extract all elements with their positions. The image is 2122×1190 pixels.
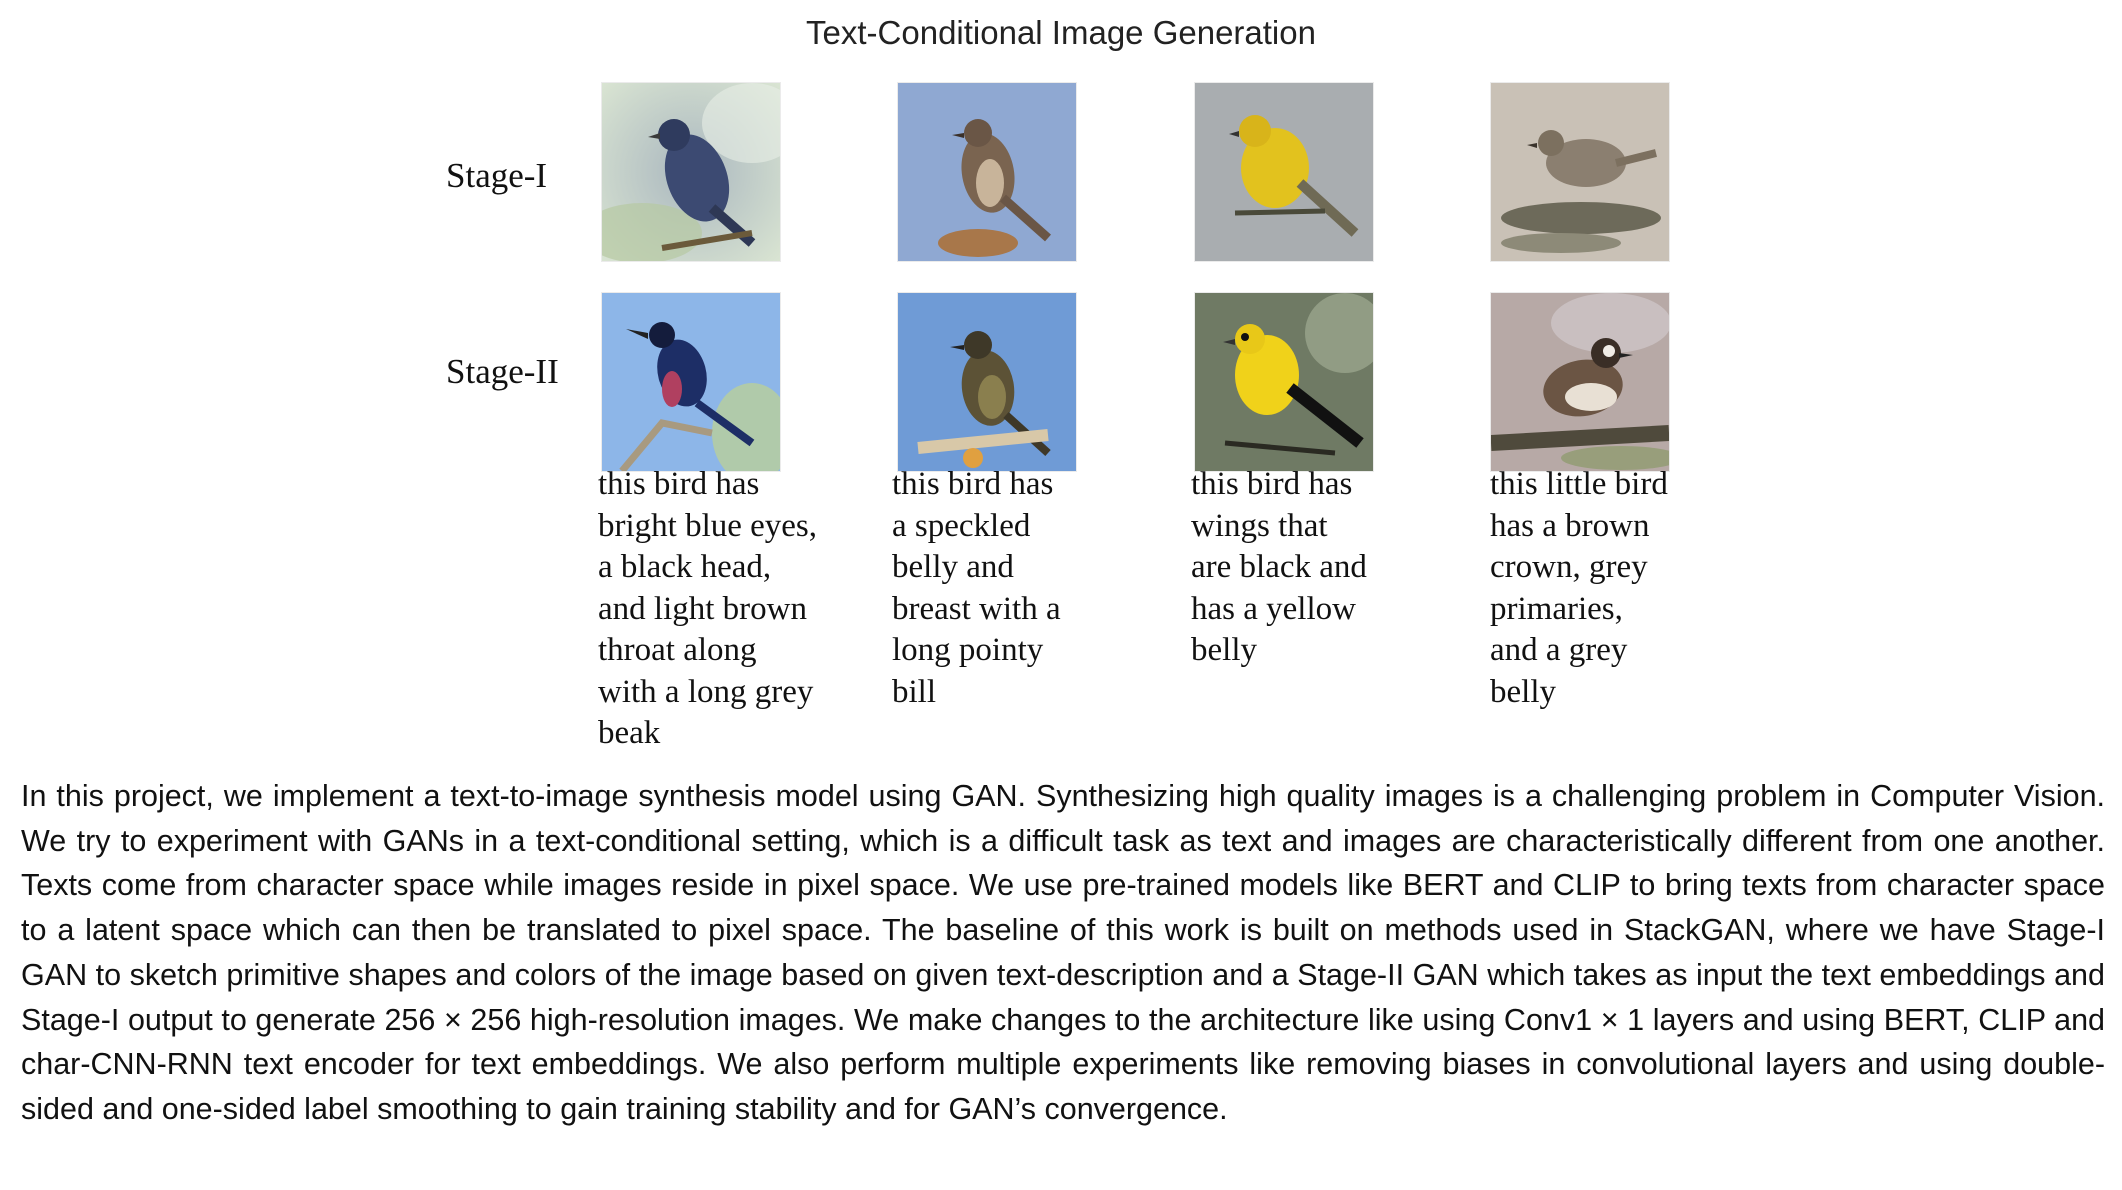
caption-2: this bird has a speckled belly and breas… bbox=[892, 466, 1061, 710]
stage1-image-4 bbox=[1491, 83, 1669, 261]
stage1-image-3 bbox=[1195, 83, 1373, 261]
stage-2-label: Stage-II bbox=[446, 352, 559, 391]
caption-3: this bird has wings that are black and h… bbox=[1191, 466, 1367, 668]
stage2-image-4 bbox=[1491, 293, 1669, 471]
caption-4: this little bird has a brown crown, grey… bbox=[1490, 466, 1668, 710]
stage2-image-1 bbox=[602, 293, 780, 471]
abstract-paragraph: In this project, we implement a text-to-… bbox=[21, 779, 2105, 1126]
stage2-image-3 bbox=[1195, 293, 1373, 471]
stage1-image-2 bbox=[898, 83, 1076, 261]
stage2-image-2 bbox=[898, 293, 1076, 471]
figure-title: Text-Conditional Image Generation bbox=[806, 14, 1316, 51]
stage-1-label: Stage-I bbox=[446, 156, 548, 195]
caption-1: this bird has bright blue eyes, a black … bbox=[598, 466, 818, 751]
stage1-image-1 bbox=[602, 83, 780, 261]
